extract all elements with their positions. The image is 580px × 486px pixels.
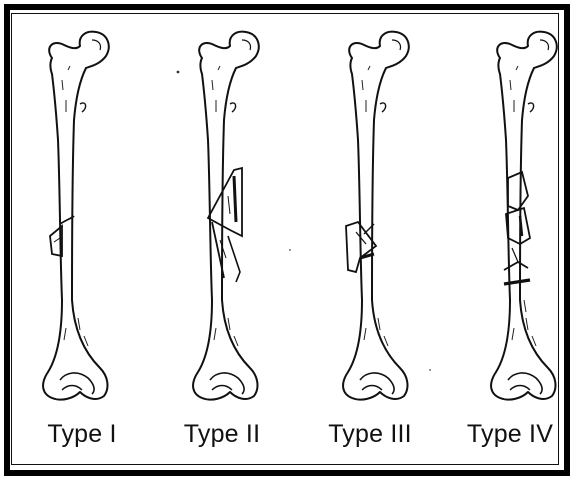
femur-type-3 — [343, 32, 409, 400]
femur-type-4 — [491, 32, 557, 400]
label-type-3: Type III — [328, 420, 412, 449]
label-type-1: Type I — [47, 420, 116, 449]
femur-type-1 — [43, 32, 109, 400]
label-type-4: Type IV — [467, 420, 553, 449]
femur-type-2 — [193, 32, 259, 400]
label-type-2: Type II — [184, 420, 260, 449]
